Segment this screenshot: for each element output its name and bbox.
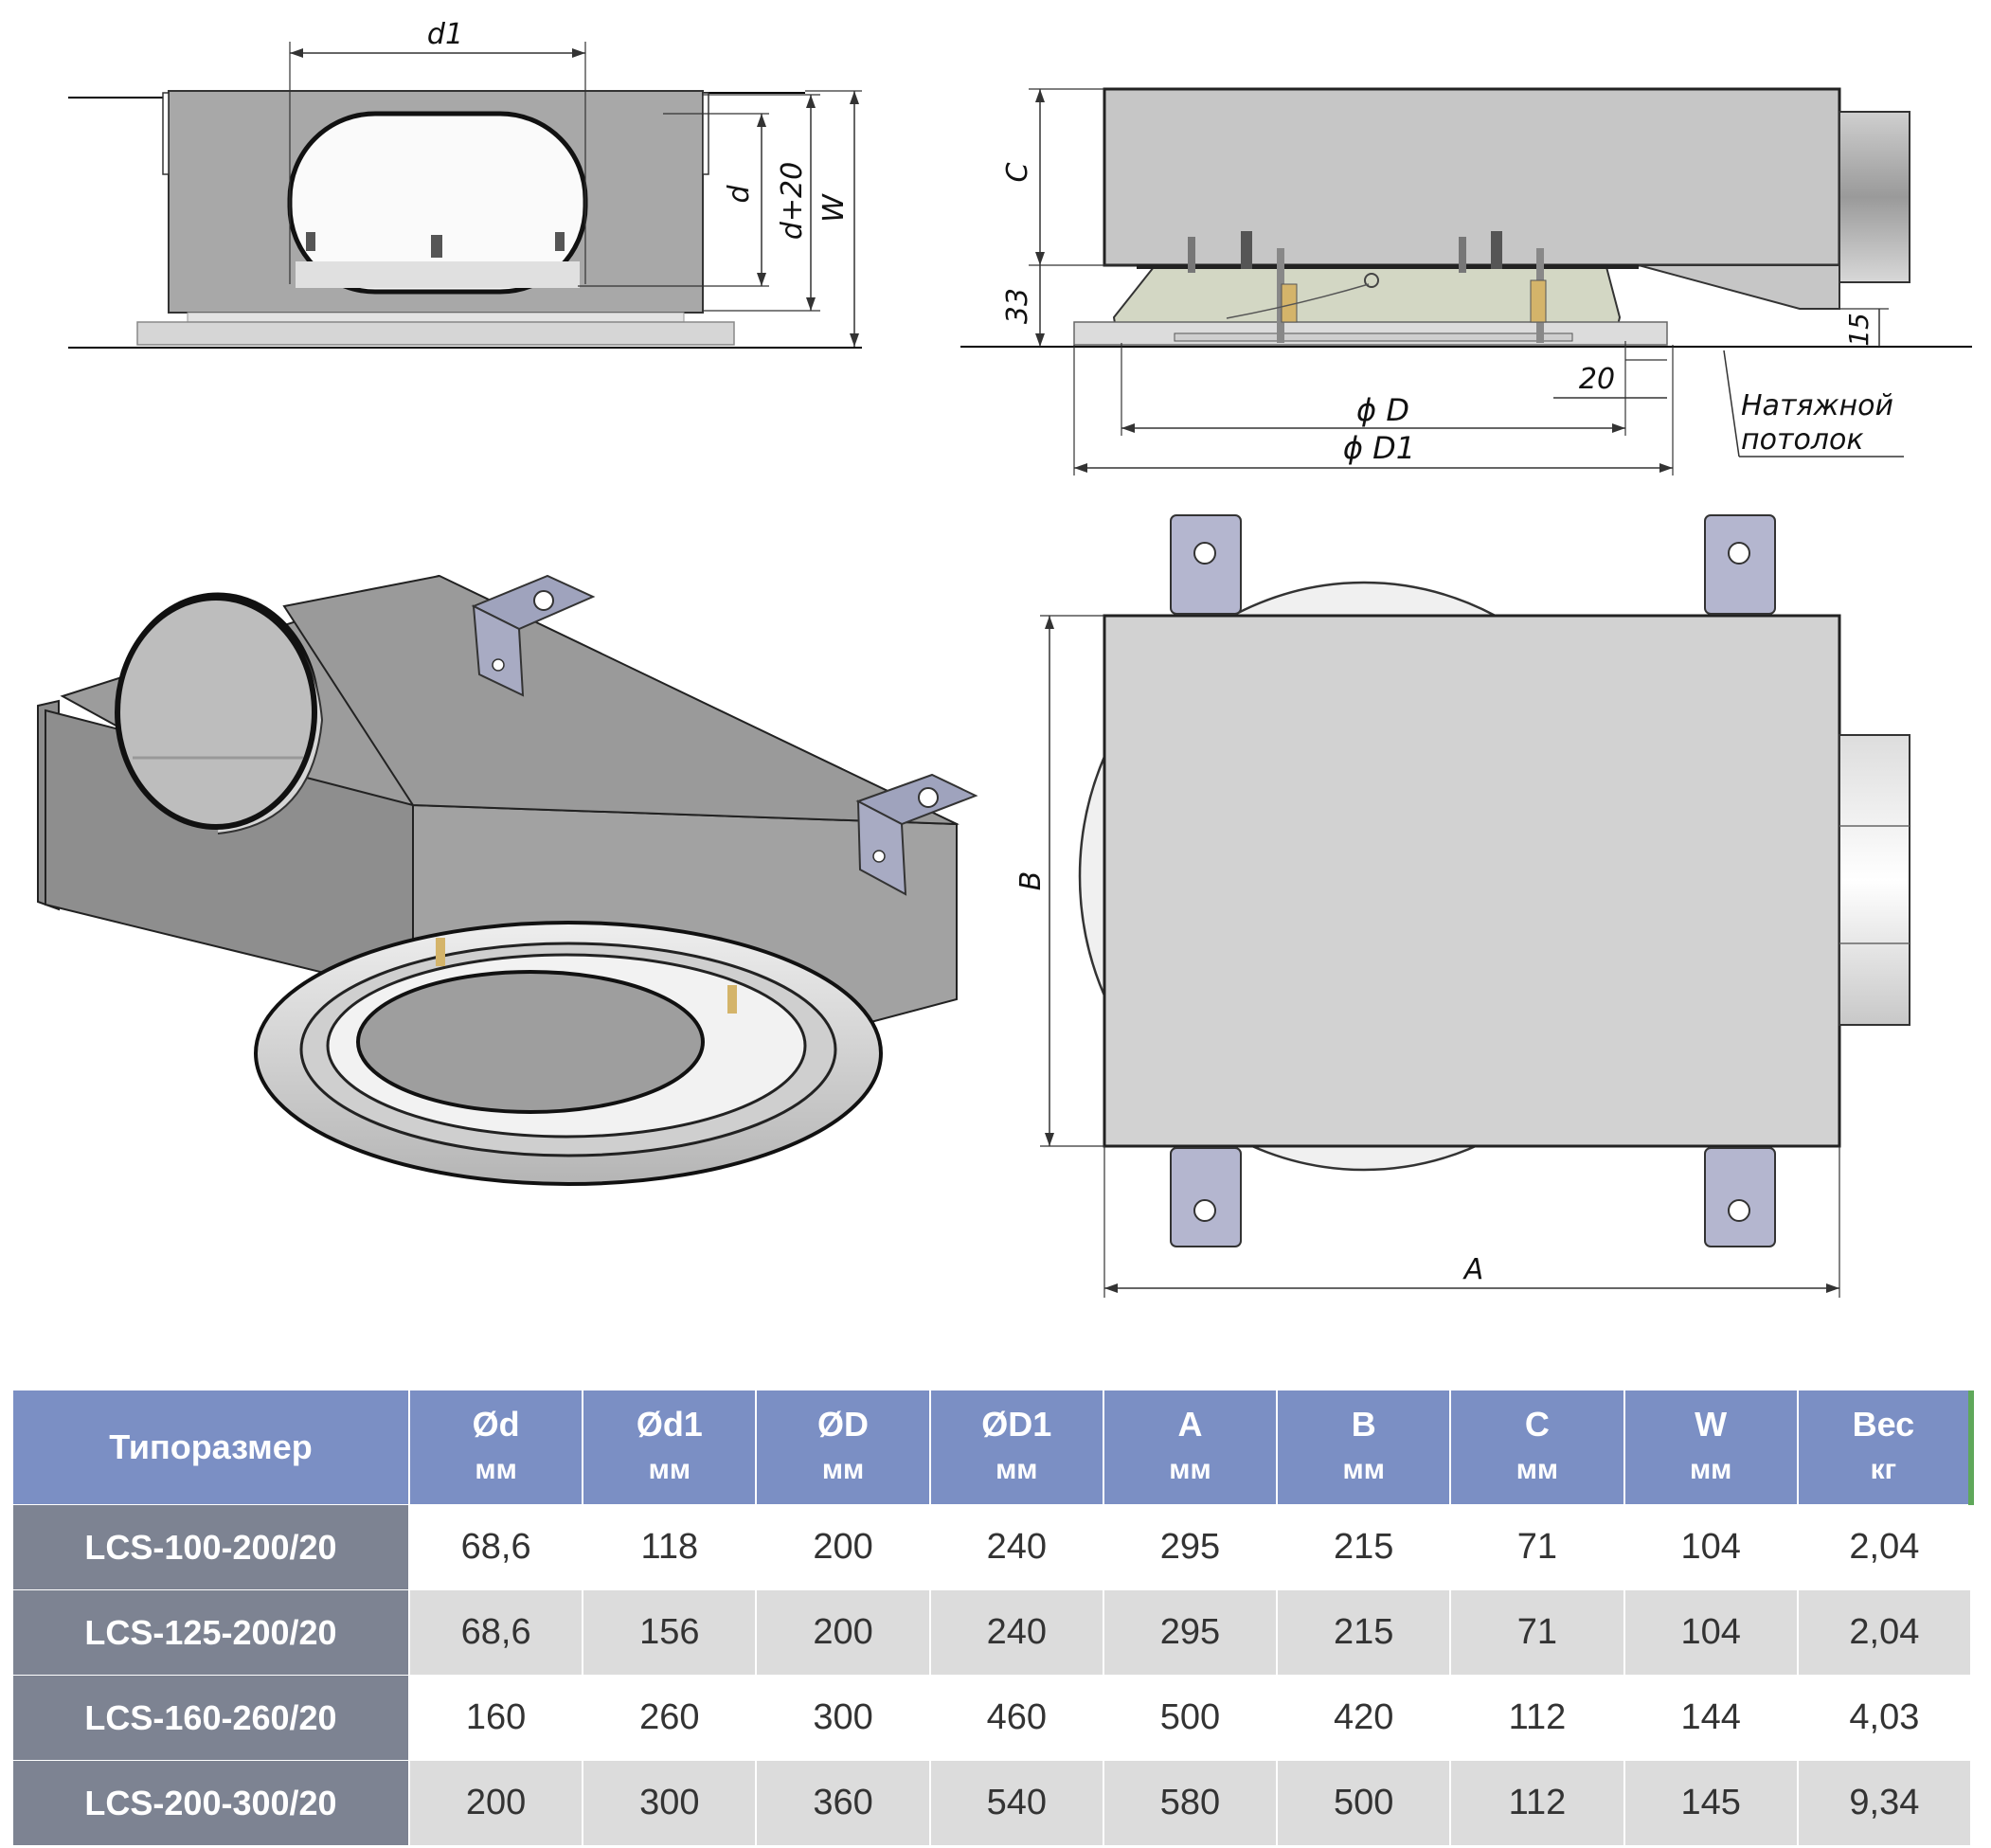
cell: 240 — [929, 1504, 1104, 1590]
label-d1: d1 — [427, 18, 463, 51]
cell: 112 — [1450, 1760, 1625, 1845]
label-15: 15 — [1843, 313, 1874, 347]
cell: 144 — [1623, 1675, 1799, 1761]
label-ceiling-1: Натяжной — [1741, 389, 1893, 422]
cell-model: LCS-100-200/20 — [13, 1504, 410, 1590]
cell: 104 — [1623, 1589, 1799, 1676]
cell: 500 — [1277, 1760, 1452, 1845]
cell: 145 — [1623, 1760, 1799, 1845]
cell: 200 — [756, 1504, 931, 1590]
isometric-view — [37, 574, 978, 1186]
cell: 240 — [929, 1589, 1104, 1676]
label-A: A — [1462, 1253, 1484, 1286]
tab-bottom-right — [1704, 1147, 1776, 1247]
top-view: B A — [1014, 514, 1910, 1298]
cell: 215 — [1277, 1504, 1452, 1590]
cell: 295 — [1103, 1589, 1279, 1676]
cell: 2,04 — [1797, 1504, 1973, 1590]
tab-top-left — [1170, 514, 1242, 615]
cell: 200 — [409, 1760, 584, 1845]
bracket-front — [855, 773, 978, 896]
cell: 104 — [1623, 1504, 1799, 1590]
cell: 420 — [1277, 1675, 1452, 1761]
cell: 300 — [583, 1760, 758, 1845]
label-d: d — [723, 185, 756, 204]
label-W: W — [817, 193, 851, 223]
label-ceiling-2: потолок — [1741, 423, 1863, 457]
label-d20: d+20 — [776, 162, 809, 240]
cell: 118 — [583, 1504, 758, 1590]
bracket-rear — [471, 574, 596, 697]
table-row: LCS-125-200/20 68,6 156 200 240 295 215 … — [13, 1589, 1973, 1676]
table-row: LCS-100-200/20 68,6 118 200 240 295 215 … — [13, 1504, 1973, 1590]
cell: 68,6 — [409, 1589, 584, 1676]
table-row: LCS-200-300/20 200 300 360 540 580 500 1… — [13, 1760, 1973, 1845]
header-model: Типоразмер — [13, 1390, 410, 1505]
cell: 4,03 — [1797, 1675, 1973, 1761]
tab-top-right — [1704, 514, 1776, 615]
cell: 71 — [1450, 1504, 1625, 1590]
label-20: 20 — [1579, 363, 1615, 396]
cell: 160 — [409, 1675, 584, 1761]
cell: 68,6 — [409, 1504, 584, 1590]
side-view: C 33 15 20 ϕ D ϕ D1 Натяжной потолок — [960, 87, 1972, 475]
tab-bottom-left — [1170, 1147, 1242, 1247]
cell: 460 — [929, 1675, 1104, 1761]
cell: 2,04 — [1797, 1589, 1973, 1676]
cell: 500 — [1103, 1675, 1279, 1761]
cell: 540 — [929, 1760, 1104, 1845]
cell: 580 — [1103, 1760, 1279, 1845]
cell: 300 — [756, 1675, 931, 1761]
cell: 9,34 — [1797, 1760, 1973, 1845]
label-B: B — [1014, 871, 1048, 891]
cell: 215 — [1277, 1589, 1452, 1676]
front-view: d1 d d+20 W — [68, 18, 862, 349]
cell: 71 — [1450, 1589, 1625, 1676]
cell: 200 — [756, 1589, 931, 1676]
cell: 260 — [583, 1675, 758, 1761]
technical-drawing: d1 d d+20 W — [37, 18, 1972, 1298]
cell: 156 — [583, 1589, 758, 1676]
cell: 360 — [756, 1760, 931, 1845]
cell: 295 — [1103, 1504, 1279, 1590]
cell-model: LCS-125-200/20 — [13, 1589, 410, 1676]
table-row: LCS-160-260/20 160 260 300 460 500 420 1… — [13, 1675, 1973, 1761]
cell-model: LCS-200-300/20 — [13, 1760, 410, 1845]
label-33: 33 — [1001, 288, 1034, 324]
cell: 112 — [1450, 1675, 1625, 1761]
cell-model: LCS-160-260/20 — [13, 1675, 410, 1761]
label-phiD1: ϕ D1 — [1343, 430, 1415, 466]
label-phiD: ϕ D — [1356, 392, 1409, 428]
label-C: C — [1001, 162, 1034, 182]
